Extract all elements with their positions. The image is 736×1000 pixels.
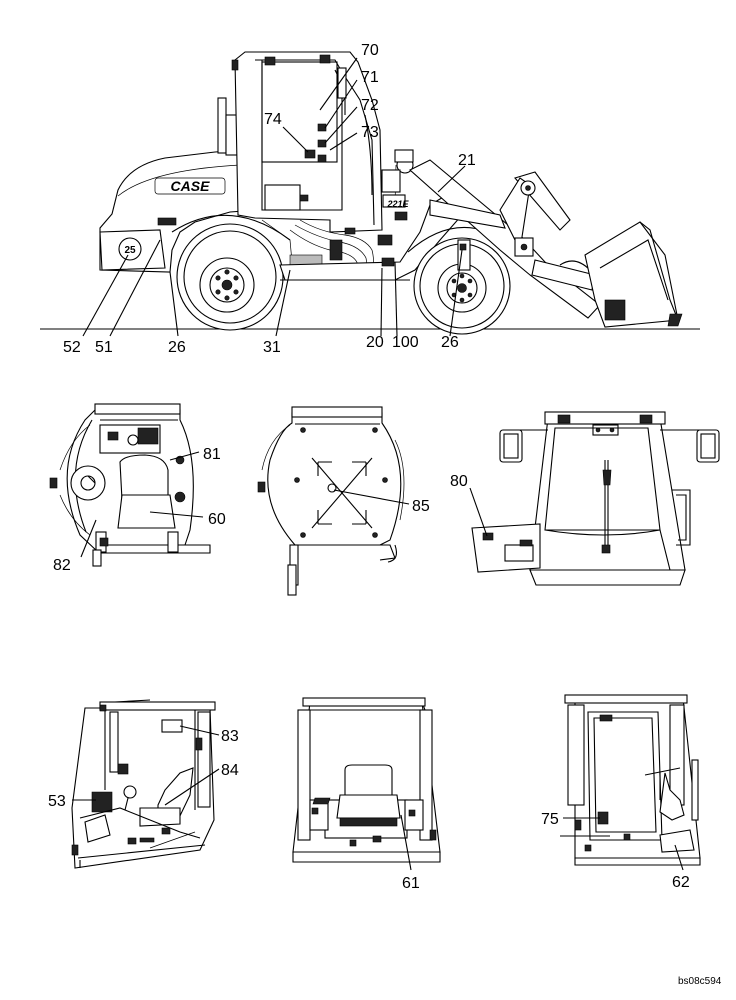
callout-21: 21	[458, 152, 476, 169]
bucket	[584, 221, 683, 328]
callout-20: 20	[366, 334, 384, 351]
cab-roof-view	[257, 406, 405, 596]
callout-31: 31	[263, 339, 281, 356]
cab-floor-top-view	[49, 403, 211, 567]
callout-72: 72	[361, 97, 379, 114]
callout-84: 84	[221, 762, 239, 779]
loader-arm	[409, 159, 601, 319]
callout-70: 70	[361, 42, 379, 59]
callout-53: 53	[48, 793, 66, 810]
cab-interior-right-view	[560, 694, 701, 866]
callout-74: 74	[264, 111, 282, 128]
callout-100: 100	[392, 334, 419, 351]
cab-interior-front-view	[292, 697, 441, 863]
callout-numbers: 70 71 72 73 74 21 52 51 26 31 20 100 26 …	[48, 42, 690, 892]
loader-side-view: CASE 25	[40, 51, 700, 335]
callout-75: 75	[541, 811, 559, 828]
callout-62: 62	[672, 874, 690, 891]
model-decal-text: 221E	[386, 199, 409, 209]
callout-51: 51	[95, 339, 113, 356]
reference-code: bs08c594	[678, 976, 722, 987]
callout-83: 83	[221, 728, 239, 745]
cab-rear-view	[471, 411, 720, 586]
callout-80: 80	[450, 473, 468, 490]
callout-71: 71	[361, 69, 379, 86]
callout-73: 73	[361, 124, 379, 141]
case-logo: CASE	[154, 177, 226, 195]
callout-61: 61	[402, 875, 420, 892]
callout-52: 52	[63, 339, 81, 356]
side-view-leaders	[82, 57, 466, 337]
case-logo-text: CASE	[171, 178, 211, 194]
callout-82: 82	[53, 557, 71, 574]
callout-26-rear: 26	[168, 339, 186, 356]
badge-25-text: 25	[124, 245, 136, 256]
callout-85: 85	[412, 498, 430, 515]
cab-interior-left-view	[71, 699, 216, 869]
rear-wheel	[176, 223, 284, 331]
badge-25	[118, 237, 142, 261]
callout-81: 81	[203, 446, 221, 463]
callout-60: 60	[208, 511, 226, 528]
callout-26-front: 26	[441, 334, 459, 351]
